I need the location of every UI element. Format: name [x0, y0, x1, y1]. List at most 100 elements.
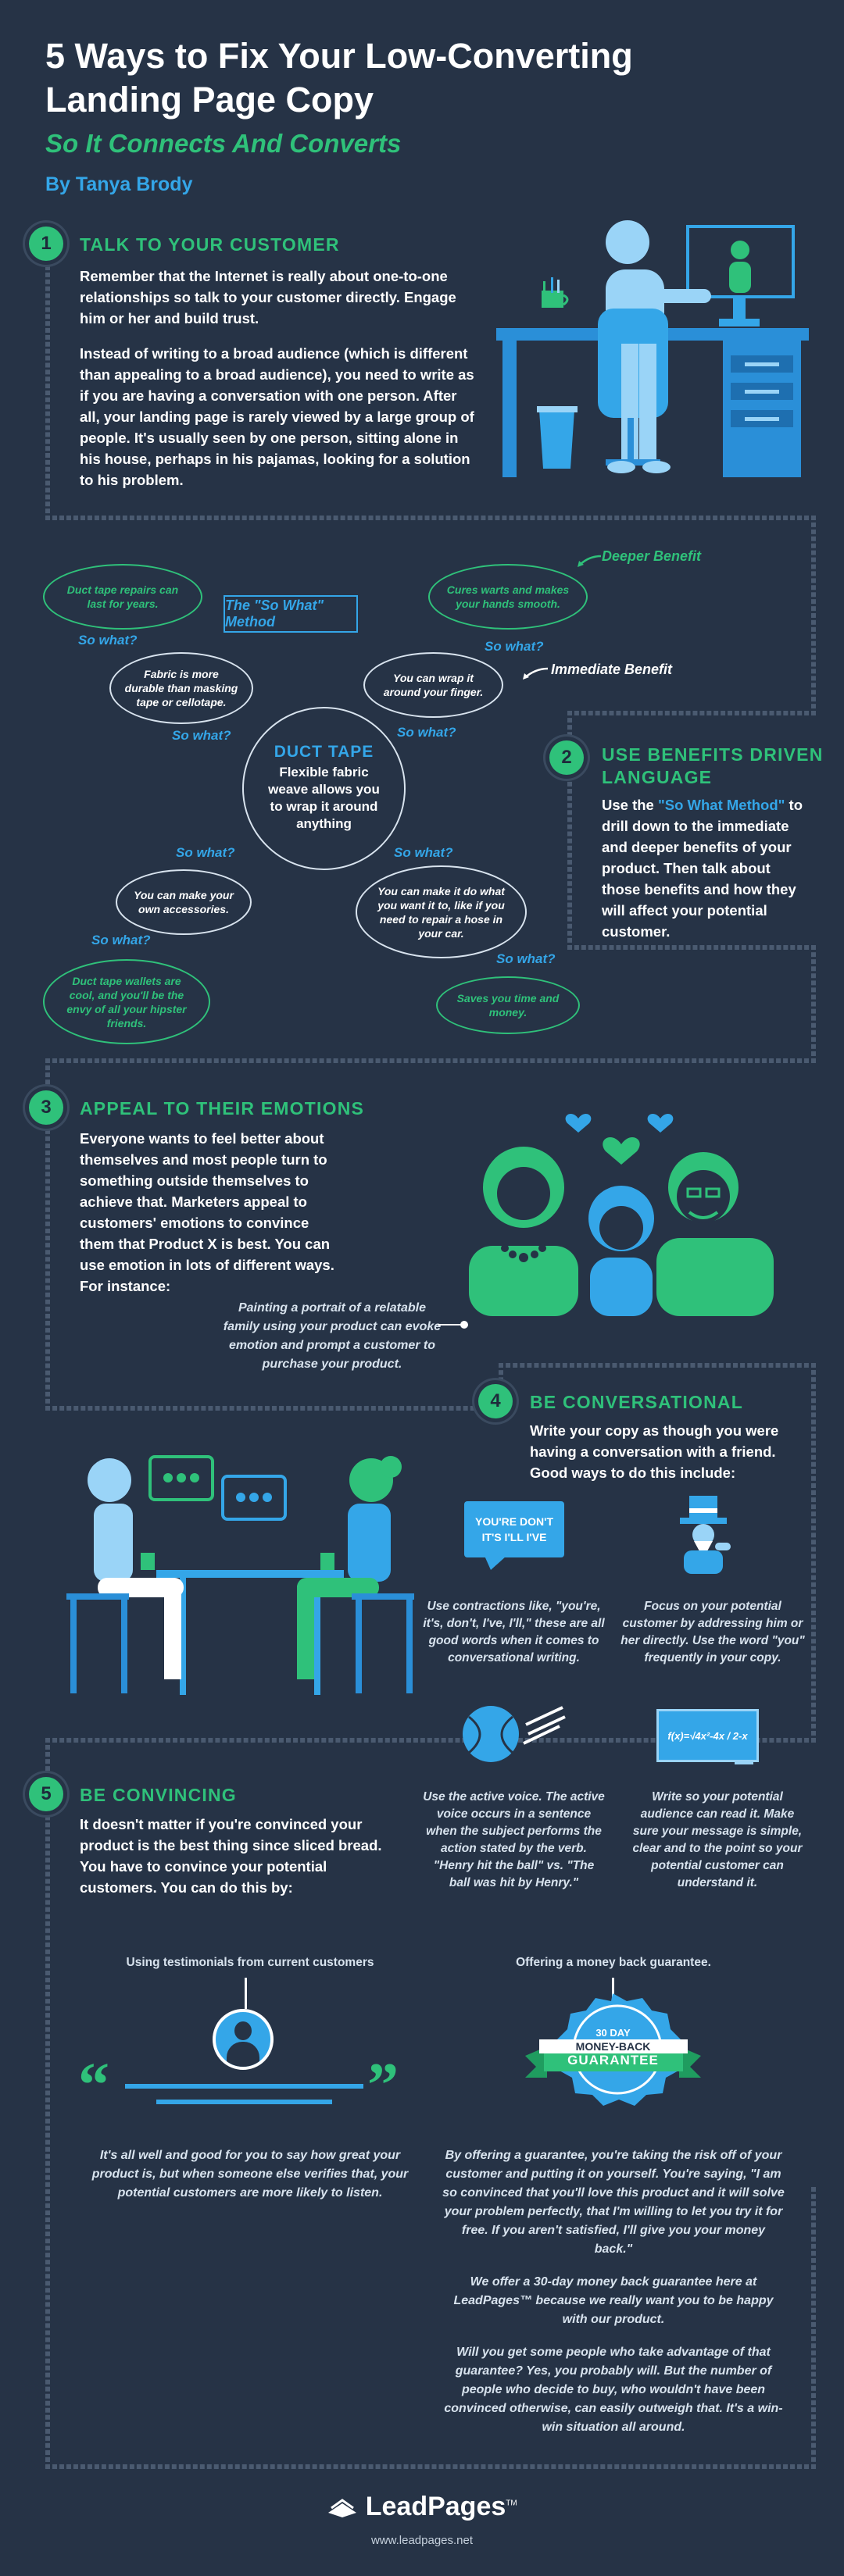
- title-line-1: 5 Ways to Fix Your Low-Converting: [45, 36, 633, 76]
- section-1-body: Remember that the Internet is really abo…: [80, 266, 474, 505]
- math-formula-chalkboard-icon: f(x)=√4x²-4x / 2-x: [656, 1709, 759, 1762]
- oval-top-left-outer: Duct tape repairs can last for years.: [43, 564, 202, 630]
- testimonials-text: It's all well and good for you to say ho…: [91, 2149, 409, 2200]
- section-number-1: 1: [29, 227, 63, 261]
- oval-top-left-outer-text: Duct tape repairs can last for years.: [66, 583, 179, 610]
- title-line-2: Landing Page Copy: [45, 80, 374, 120]
- section-heading-3: APPEAL TO THEIR EMOTIONS: [80, 1098, 365, 1119]
- oval-bottom-right-outer: Saves you time and money.: [436, 976, 580, 1034]
- section-5-body: It doesn't matter if you're convinced yo…: [80, 1816, 382, 1896]
- badge-guarantee: GUARANTEE: [567, 2053, 659, 2068]
- desk-worker-illustration: [496, 220, 809, 477]
- so-what-label: So what?: [78, 633, 138, 648]
- badge-band: [539, 2039, 688, 2053]
- so-what-method-label: The "So What" Method: [224, 595, 358, 633]
- so-what-label: So what?: [176, 845, 235, 860]
- section-4-body: Write your copy as though you were havin…: [530, 1422, 779, 1481]
- divider-line: [499, 1363, 816, 1368]
- oval-top-right-outer-text: Cures warts and makes your hands smooth.: [446, 583, 570, 610]
- divider-line: [45, 1406, 503, 1411]
- testimonials-label: Using testimonials from current customer…: [126, 1956, 374, 1969]
- baseball-icon: [463, 1706, 566, 1762]
- immediate-benefit-label: Immediate Benefit: [551, 662, 673, 677]
- badge-30-day: 30 DAY: [595, 2027, 631, 2039]
- oval-top-right-inner-text: You can wrap it around your finger.: [383, 672, 484, 698]
- money-back-text: By offering a guarantee, you're taking t…: [442, 2146, 785, 2451]
- connector-line: [245, 1978, 247, 2009]
- money-back-label: Offering a money back guarantee.: [516, 1956, 711, 1969]
- tip-address-directly: Focus on your potential customer by addr…: [620, 1600, 805, 1664]
- so-what-label: So what?: [485, 639, 544, 654]
- section-heading-2-line-2: LANGUAGE: [602, 767, 713, 787]
- pointer-line: [438, 1321, 468, 1329]
- center-oval-text: Flexible fabric weave allows you to wrap…: [268, 764, 380, 831]
- section-2-body: Use the "So What Method" to drill down t…: [602, 794, 809, 942]
- section-1-paragraph-1: Remember that the Internet is really abo…: [80, 268, 456, 326]
- section-heading-4: BE CONVERSATIONAL: [530, 1392, 743, 1412]
- section-2-text-before: Use the: [602, 797, 658, 813]
- heart-icon: [647, 1113, 674, 1133]
- heart-icon: [603, 1136, 640, 1165]
- oval-bottom-right-inner: You can make it do what you want it to, …: [356, 865, 527, 958]
- money-back-paragraph-1: By offering a guarantee, you're taking t…: [442, 2149, 785, 2256]
- section-heading-1: TALK TO YOUR CUSTOMER: [80, 234, 340, 255]
- open-quote-icon: “: [78, 2051, 109, 2120]
- section-2-highlight: "So What Method": [657, 797, 785, 813]
- so-what-label: So what?: [397, 725, 456, 740]
- chalk-icon: [735, 1761, 753, 1764]
- section-heading-5: BE CONVINCING: [80, 1785, 237, 1805]
- leadpages-logo: LeadPagesTM: [0, 2492, 844, 2522]
- oval-top-right-inner: You can wrap it around your finger.: [363, 652, 503, 718]
- arrow-icon: [523, 667, 549, 680]
- close-quote-icon: ”: [367, 2051, 399, 2120]
- arrow-icon: [578, 555, 602, 567]
- divider-line: [567, 711, 816, 715]
- footer-url[interactable]: www.leadpages.net: [370, 2534, 474, 2547]
- bubble-tail-icon: [485, 1556, 506, 1570]
- divider-line: [45, 516, 816, 520]
- section-number-3: 3: [29, 1090, 63, 1125]
- oval-top-left-inner-text: Fabric is more durable than masking tape…: [124, 668, 238, 708]
- page-title: 5 Ways to Fix Your Low-Converting Landin…: [45, 34, 633, 122]
- leadpages-logo-text: LeadPages: [365, 2492, 506, 2521]
- tip-simple-clear: Write so your potential audience can rea…: [632, 1790, 803, 1889]
- author-byline: By Tanya Brody: [45, 173, 193, 195]
- deeper-benefit-label: Deeper Benefit: [602, 548, 702, 564]
- section-heading-2-line-1: USE BENEFITS DRIVEN: [602, 744, 824, 765]
- divider-line: [811, 516, 816, 715]
- section-1-paragraph-2: Instead of writing to a broad audience (…: [80, 345, 474, 488]
- oval-bottom-left-inner-text: You can make your own accessories.: [134, 889, 234, 915]
- divider-line: [45, 1058, 816, 1063]
- divider-line: [811, 2187, 816, 2469]
- section-number-2: 2: [549, 740, 584, 775]
- divider-line: [45, 1738, 411, 1743]
- divider-line: [811, 1363, 816, 1743]
- money-back-paragraph-3: Will you get some people who take advant…: [444, 2346, 783, 2434]
- section-number-4: 4: [478, 1384, 513, 1418]
- so-what-label: So what?: [394, 845, 453, 860]
- section-2-text-after: to drill down to the immediate and deepe…: [602, 797, 803, 940]
- page-subtitle: So It Connects And Converts: [45, 129, 402, 158]
- leadpages-logo-icon: [327, 2499, 357, 2518]
- quote-line: [125, 2084, 363, 2089]
- contractions-speech-bubble-icon: YOU'RE DON'T IT'S I'LL I'VE: [464, 1501, 564, 1557]
- divider-line: [567, 945, 816, 950]
- trademark: TM: [506, 2499, 517, 2508]
- uncle-sam-icon: [680, 1496, 731, 1574]
- section-number-5: 5: [29, 1777, 63, 1811]
- divider-line: [45, 2464, 816, 2469]
- tip-active-voice: Use the active voice. The active voice o…: [423, 1790, 605, 1889]
- quote-line: [156, 2100, 332, 2104]
- family-illustration: [469, 1113, 774, 1316]
- connector-line: [612, 1978, 614, 1997]
- so-what-label: So what?: [172, 728, 231, 743]
- oval-top-right-outer: Cures warts and makes your hands smooth.: [428, 564, 588, 630]
- money-back-paragraph-2: We offer a 30-day money back guarantee h…: [453, 2275, 774, 2326]
- so-what-label: So what?: [496, 951, 556, 966]
- divider-line: [811, 945, 816, 1063]
- oval-bottom-right-outer-text: Saves you time and money.: [456, 992, 560, 1019]
- oval-bottom-left-outer-text: Duct tape wallets are cool, and you'll b…: [66, 974, 187, 1029]
- customer-avatar-icon: [213, 2009, 274, 2070]
- section-heading-2: USE BENEFITS DRIVEN LANGUAGE: [602, 744, 824, 789]
- oval-bottom-left-inner: You can make your own accessories.: [116, 869, 252, 935]
